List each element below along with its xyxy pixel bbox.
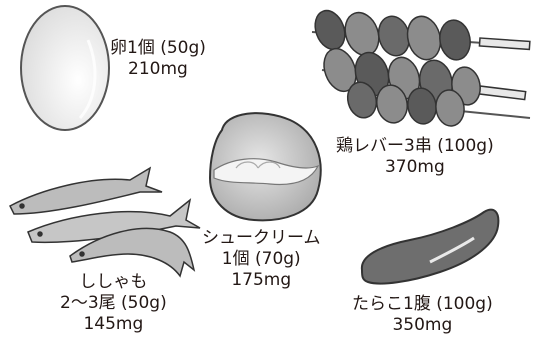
chicken-liver-skewers-illustration: [311, 9, 531, 127]
egg-name: 卵1個 (50g): [110, 38, 206, 58]
shishamo-name-line1: ししゃも: [79, 272, 148, 292]
egg-amount: 210mg: [128, 59, 188, 79]
shishamo-label: ししゃも 2〜3尾 (50g) 145mg: [60, 272, 167, 335]
cod-roe-name: たらこ1腹 (100g): [352, 294, 493, 314]
egg-illustration: [20, 5, 110, 131]
shishamo-name-line2: 2〜3尾 (50g): [60, 293, 167, 313]
chicken-liver-amount: 370mg: [384, 157, 445, 177]
cream-puff-label: シュークリーム 1個 (70g) 175mg: [202, 228, 321, 291]
chicken-liver-label: 鶏レバー3串 (100g) 370mg: [336, 136, 494, 178]
cream-puff-name-line1: シュークリーム: [202, 228, 321, 248]
cream-puff-illustration: [208, 112, 322, 222]
shishamo-illustration: [9, 166, 201, 278]
cream-puff-amount: 175mg: [231, 270, 292, 290]
cod-roe-illustration: [360, 208, 500, 285]
chicken-liver-name: 鶏レバー3串 (100g): [336, 136, 494, 156]
cream-puff-name-line2: 1個 (70g): [221, 249, 301, 269]
shishamo-amount: 145mg: [83, 314, 144, 334]
cod-roe-label: たらこ1腹 (100g) 350mg: [352, 294, 493, 336]
egg-label: 卵1個 (50g) 210mg: [110, 38, 206, 80]
cod-roe-amount: 350mg: [392, 315, 453, 335]
